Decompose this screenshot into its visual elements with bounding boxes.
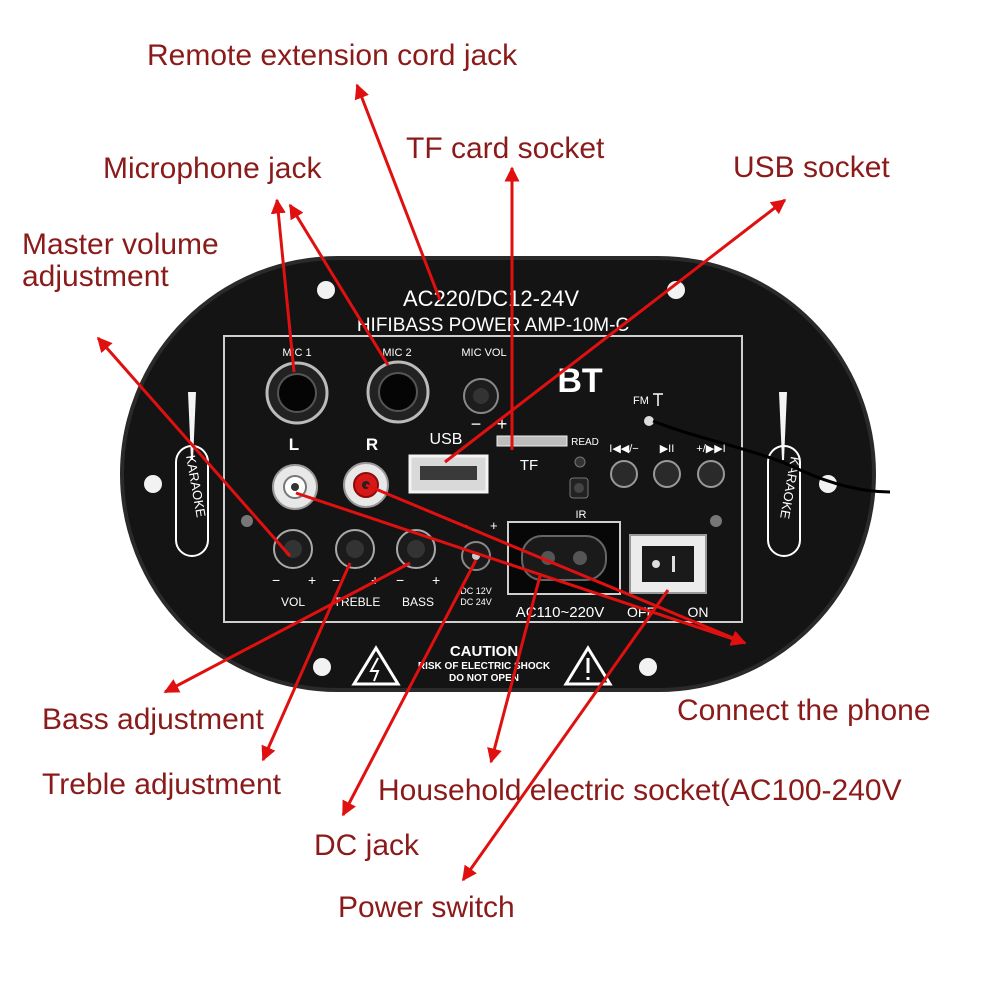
- callout-connect-phone: Connect the phone: [677, 694, 931, 727]
- treble-minus: −: [332, 572, 340, 588]
- tf-card-slot[interactable]: [496, 435, 568, 447]
- read-led: [574, 456, 586, 468]
- bt-label: BT: [557, 362, 603, 400]
- next-button-label: +/▶▶I: [696, 443, 725, 455]
- mic1-jack[interactable]: [265, 361, 329, 425]
- callout-master-volume-2: adjustment: [22, 260, 169, 293]
- usb-label: USB: [430, 431, 463, 448]
- model-line-1: AC220/DC12-24V: [403, 286, 579, 311]
- dc-jack[interactable]: [461, 541, 491, 571]
- callout-bass: Bass adjustment: [42, 703, 264, 736]
- arrow-phone-right: [365, 483, 747, 645]
- risk-label: RISK OF ELECTRIC SHOCK: [418, 661, 551, 672]
- fm-label: FM: [633, 395, 649, 407]
- arrow-mic2: [288, 203, 390, 366]
- next-button[interactable]: [697, 460, 725, 488]
- arrow-power-switch: [461, 589, 670, 882]
- fm-antenna-port[interactable]: [644, 416, 654, 426]
- mic2-label: MIC 2: [382, 347, 411, 359]
- arrow-household-socket: [487, 575, 542, 764]
- arrow-treble: [261, 562, 352, 762]
- callout-household-socket: Household electric socket(AC100-240V: [378, 774, 902, 807]
- caution-label: CAUTION: [450, 643, 518, 660]
- mounting-screws: [144, 281, 837, 676]
- rca-right-label: R: [366, 435, 378, 454]
- play-pause-button[interactable]: [653, 460, 681, 488]
- arrow-mic1: [270, 198, 296, 373]
- power-switch[interactable]: [629, 534, 707, 594]
- callout-labels: Remote extension cord jack TF card socke…: [22, 39, 931, 924]
- dc-polarity-plus: +: [490, 518, 498, 533]
- arrow-remote-extension: [354, 83, 442, 301]
- arrow-dc-jack: [341, 559, 478, 817]
- warning-icon-right: [563, 645, 613, 686]
- play-button-label: ▶II: [660, 443, 675, 455]
- mic-vol-label: MIC VOL: [461, 347, 506, 359]
- callout-usb-socket: USB socket: [733, 151, 890, 184]
- read-label: READ: [571, 437, 599, 448]
- arrow-master-volume: [96, 336, 292, 557]
- rca-left-label: L: [289, 435, 299, 454]
- callout-power-switch: Power switch: [338, 891, 515, 924]
- treble-label: TREBLE: [334, 595, 381, 609]
- callout-remote-extension: Remote extension cord jack: [147, 39, 518, 72]
- model-line-2: HIFIBASS POWER AMP-10M-C: [357, 315, 629, 336]
- bass-knob[interactable]: [396, 529, 436, 569]
- ir-label: IR: [576, 509, 587, 521]
- dc-voltage-line1: DC 12V: [460, 586, 492, 596]
- callout-arrows: [96, 83, 787, 882]
- bass-label: BASS: [402, 595, 434, 609]
- bass-plus: +: [432, 572, 440, 588]
- dc-voltage-line2: DC 24V: [460, 597, 492, 607]
- vol-minus: −: [272, 572, 280, 588]
- mic1-label: MIC 1: [282, 347, 311, 359]
- vol-plus: +: [308, 572, 316, 588]
- mic-volume-knob[interactable]: [463, 378, 499, 414]
- callout-master-volume-1: Master volume: [22, 228, 219, 261]
- do-not-open-label: DO NOT OPEN: [449, 673, 519, 684]
- callout-tf-card: TF card socket: [406, 132, 605, 165]
- rca-left-jack[interactable]: [272, 464, 318, 510]
- callout-treble: Treble adjustment: [42, 768, 282, 801]
- treble-knob[interactable]: [335, 529, 375, 569]
- bass-minus: −: [396, 572, 404, 588]
- prev-button[interactable]: [610, 460, 638, 488]
- tf-label: TF: [520, 457, 538, 474]
- arrow-phone-left: [295, 491, 747, 646]
- mic2-jack[interactable]: [366, 360, 430, 424]
- switch-on-label: ON: [688, 604, 709, 620]
- usb-port[interactable]: [408, 454, 489, 494]
- amplifier-board: AC220/DC12-24V HIFIBASS POWER AMP-10M-C …: [120, 256, 891, 692]
- callout-microphone-jack: Microphone jack: [103, 152, 322, 185]
- arrow-bass: [163, 561, 411, 694]
- prev-button-label: I◀◀/−: [609, 443, 638, 455]
- warning-icon-left: [351, 645, 401, 686]
- antenna-icon: [653, 393, 663, 406]
- tf-plus-label: +: [497, 414, 508, 434]
- tf-minus-label: −: [471, 414, 482, 434]
- volume-knob[interactable]: [273, 529, 313, 569]
- arrow-usb: [444, 198, 787, 464]
- vol-label: VOL: [281, 595, 305, 609]
- antenna-wire: [652, 419, 891, 494]
- callout-dc-jack: DC jack: [314, 829, 420, 862]
- ac-range-label: AC110~220V: [516, 604, 605, 621]
- ir-receiver: [569, 477, 589, 499]
